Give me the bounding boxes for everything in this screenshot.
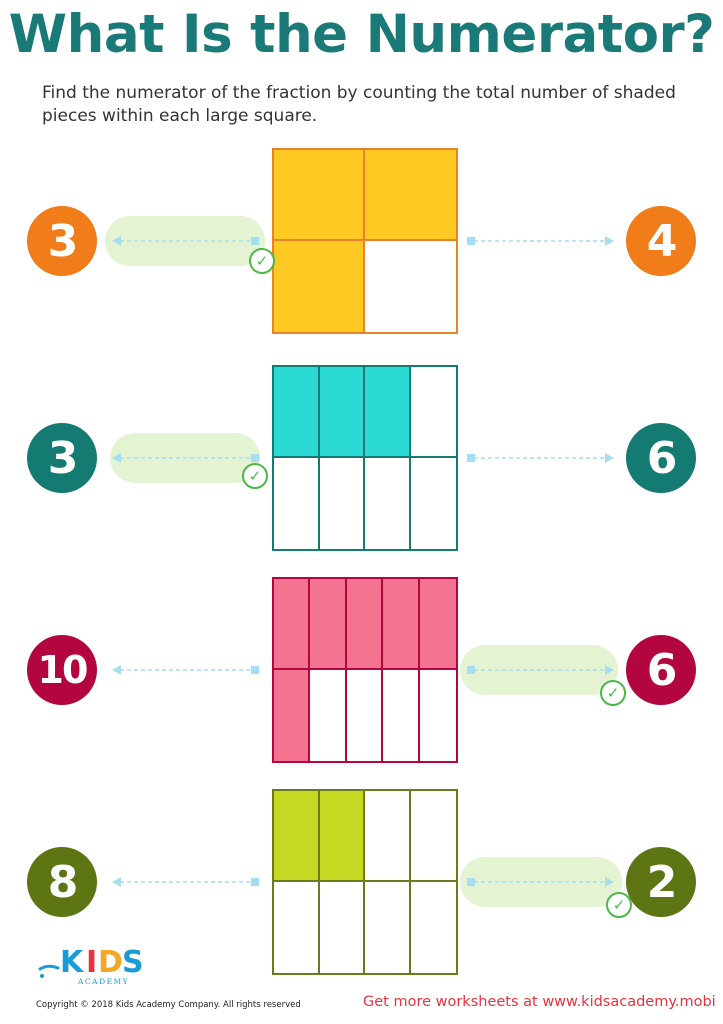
unshaded-piece [346, 670, 384, 761]
svg-text:S: S [122, 945, 144, 980]
shaded-piece [365, 150, 456, 241]
unshaded-piece [365, 458, 411, 549]
unshaded-piece [365, 241, 456, 332]
shaded-piece [419, 579, 456, 670]
svg-text:K: K [60, 945, 85, 980]
arrow-right-icon [466, 664, 614, 676]
arrow-left-icon [112, 235, 260, 247]
fraction-square [272, 148, 458, 334]
svg-text:ACADEMY: ACADEMY [77, 977, 129, 986]
right-option-circle[interactable]: 6 [626, 423, 696, 493]
unshaded-piece [383, 670, 420, 761]
arrow-left-icon [112, 876, 260, 888]
unshaded-piece [410, 458, 456, 549]
left-option-circle[interactable]: 3 [27, 423, 97, 493]
right-option-value: 6 [646, 644, 678, 696]
shaded-piece [274, 241, 365, 332]
arrow-left-icon [112, 452, 260, 464]
left-option-circle[interactable]: 3 [27, 206, 97, 276]
fraction-square [272, 577, 458, 763]
problem-row: 3 6 ✓ [0, 365, 723, 551]
problem-row: 3 4 ✓ [0, 148, 723, 334]
right-option-value: 2 [646, 856, 678, 908]
left-option-circle[interactable]: 10 [27, 635, 97, 705]
shaded-piece [383, 579, 420, 670]
problem-row: 8 2 ✓ [0, 789, 723, 975]
unshaded-piece [319, 882, 365, 973]
shaded-piece [319, 367, 365, 458]
svg-text:I: I [86, 945, 97, 980]
kids-academy-logo: K I D S ACADEMY [38, 945, 144, 986]
unshaded-piece [310, 670, 347, 761]
right-option-circle[interactable]: 6 [626, 635, 696, 705]
shaded-piece [274, 670, 311, 761]
shaded-piece [274, 791, 320, 882]
svg-text:D: D [98, 945, 123, 980]
unshaded-piece [274, 458, 320, 549]
checkmark-icon: ✓ [242, 463, 268, 489]
shaded-piece [346, 579, 384, 670]
unshaded-piece [410, 882, 456, 973]
shaded-piece [274, 367, 320, 458]
right-option-value: 4 [646, 215, 678, 267]
copyright-text: Copyright © 2018 Kids Academy Company. A… [36, 1000, 301, 1010]
page-title: What Is the Numerator? [8, 4, 715, 65]
worksheets-link[interactable]: Get more worksheets at www.kidsacademy.m… [363, 994, 716, 1010]
shaded-piece [274, 579, 311, 670]
checkmark-icon: ✓ [249, 248, 275, 274]
arrow-right-icon [466, 452, 614, 464]
unshaded-piece [274, 882, 320, 973]
shaded-piece [365, 367, 411, 458]
unshaded-piece [319, 458, 365, 549]
unshaded-piece [365, 791, 411, 882]
left-option-value: 8 [47, 856, 79, 908]
shaded-piece [310, 579, 347, 670]
shaded-piece [274, 150, 365, 241]
right-option-circle[interactable]: 2 [626, 847, 696, 917]
fraction-square [272, 789, 458, 975]
unshaded-piece [410, 791, 456, 882]
left-option-value: 3 [47, 215, 79, 267]
unshaded-piece [410, 367, 456, 458]
left-option-value: 3 [47, 432, 79, 484]
problem-row: 10 6 ✓ [0, 577, 723, 763]
checkmark-icon: ✓ [606, 892, 632, 918]
left-option-value: 10 [37, 648, 89, 692]
fraction-square [272, 365, 458, 551]
left-option-circle[interactable]: 8 [27, 847, 97, 917]
shaded-piece [319, 791, 365, 882]
instructions: Find the numerator of the fraction by co… [42, 83, 676, 126]
right-option-value: 6 [646, 432, 678, 484]
unshaded-piece [419, 670, 456, 761]
arrow-right-icon [466, 876, 614, 888]
unshaded-piece [365, 882, 411, 973]
checkmark-icon: ✓ [600, 680, 626, 706]
arrow-right-icon [466, 235, 614, 247]
right-option-circle[interactable]: 4 [626, 206, 696, 276]
arrow-left-icon [112, 664, 260, 676]
